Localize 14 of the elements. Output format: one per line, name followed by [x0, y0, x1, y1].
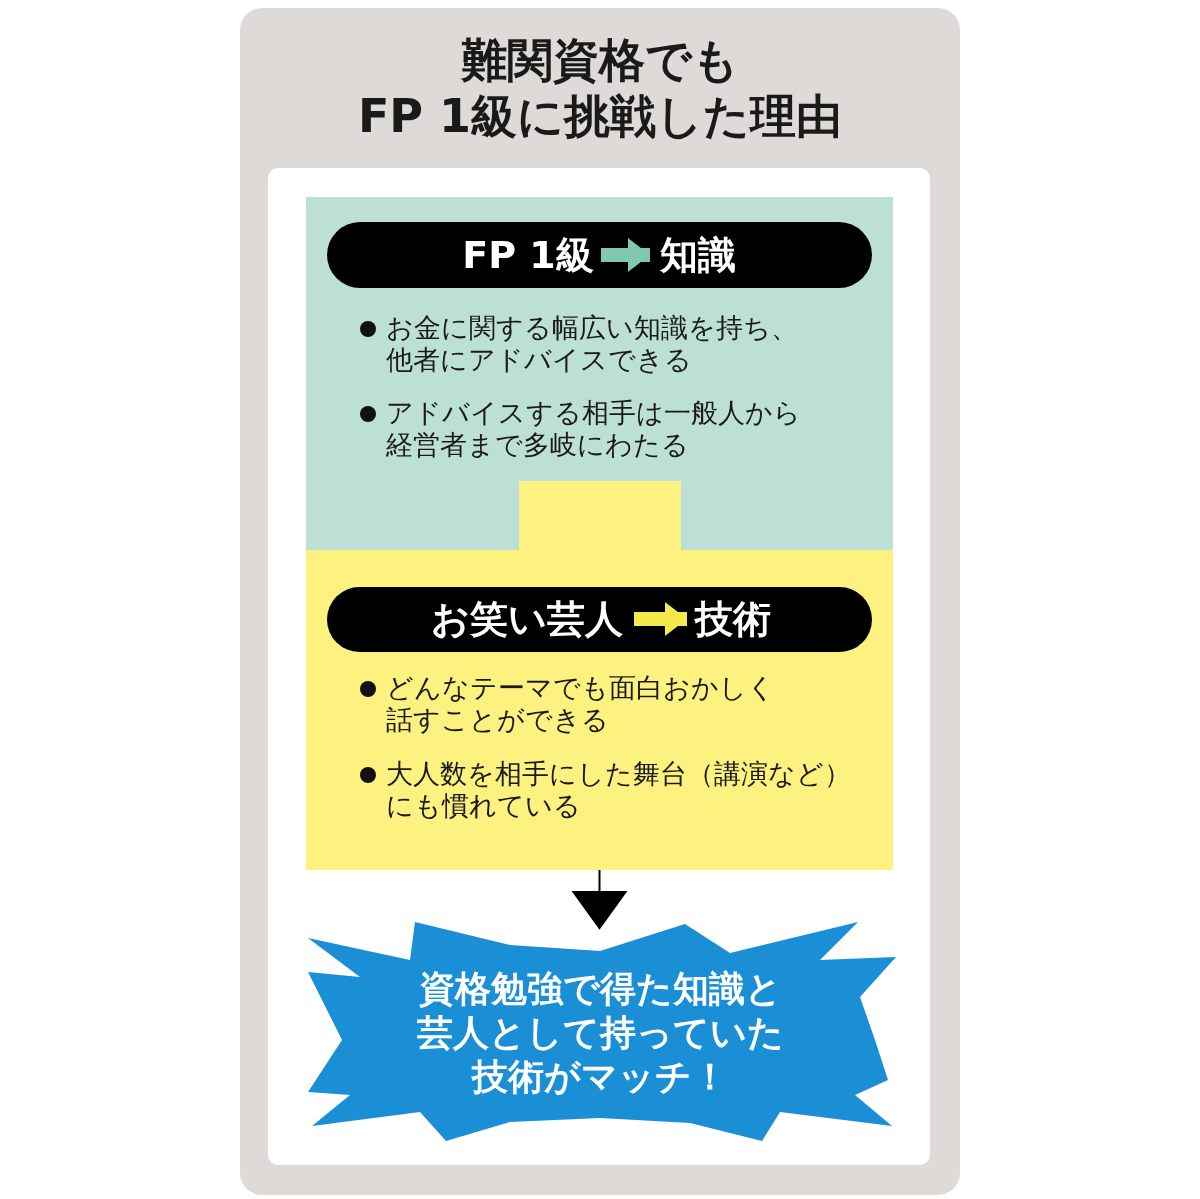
bullet-text: お金に関する幅広い知識を持ち、他者にアドバイスできる	[386, 312, 799, 376]
callout-text: 資格勉強で得た知識と芸人として持っていた技術がマッチ！	[415, 967, 785, 1099]
bullet-text: どんなテーマでも面白おかしく話すことができる	[386, 672, 776, 736]
bullet-text: 大人数を相手にした舞台（講演など）にも慣れている	[386, 758, 852, 822]
arrow	[601, 238, 650, 272]
heading-text: FP 1級	[461, 232, 595, 278]
arrow	[572, 869, 628, 929]
info-panel	[306, 197, 893, 550]
heading-text: 技術	[693, 596, 772, 642]
heading-text: 知識	[659, 232, 737, 278]
bullet-text: アドバイスする相手は一般人から経営者まで多岐にわたる	[386, 397, 802, 461]
heading-text: お笑い芸人	[430, 596, 624, 642]
arrow	[634, 602, 687, 636]
title: 難関資格でもFP 1級に挑戦した理由	[356, 32, 844, 144]
